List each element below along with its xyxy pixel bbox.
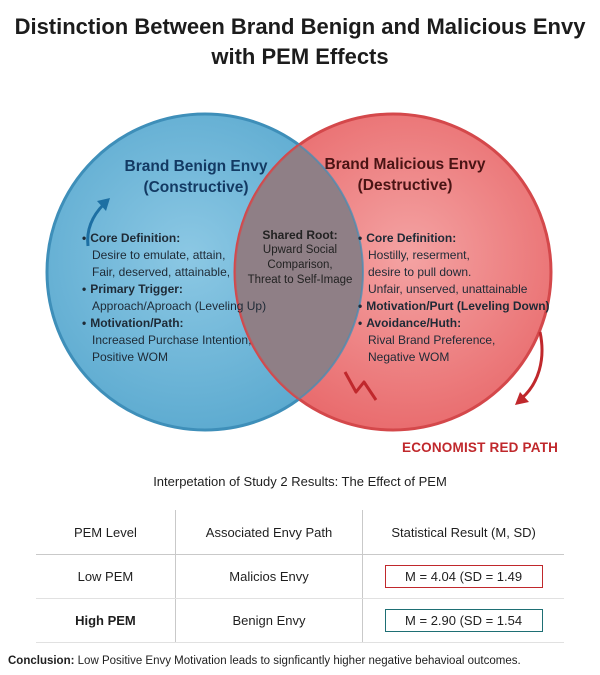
malicious-core-line-3: Unfair, unserved, unattainable [368, 282, 528, 296]
row-high-pem-result-cell: M = 2.90 (SD = 1.54 [362, 598, 564, 643]
title-line-2: with PEM Effects [211, 44, 389, 69]
benign-motivation-line-2: Positive WOM [92, 350, 169, 364]
shared-line-1: Upward Social [262, 244, 338, 256]
benign-trigger-text: Approach/Aproach (Leveling Up) [92, 299, 267, 313]
results-subtitle: Interpetation of Study 2 Results: The Ef… [153, 474, 447, 489]
benign-core-label: Core Definition: [82, 230, 242, 247]
high-pem-result: M = 2.90 (SD = 1.54 [384, 609, 543, 632]
row-low-pem-result-cell: M = 4.04 (SD = 1.49 [362, 554, 564, 599]
shared-root-label: Shared Root: [262, 228, 338, 242]
benign-core-line-2: Fair, deserved, attainable, [92, 265, 231, 279]
malicious-envy-heading: Brand Malicious Envy (Destructive) [300, 154, 510, 196]
malicious-avoidance-label: Avoidance/Huth: [358, 315, 548, 332]
table-row: High PEM Benign Envy M = 2.90 (SD = 1.54 [36, 598, 564, 643]
row-high-pem-level: High PEM [36, 598, 176, 643]
malicious-title: Brand Malicious Envy [324, 156, 486, 173]
low-pem-result: M = 4.04 (SD = 1.49 [384, 565, 543, 588]
title-line-1: Distinction Between Brand Benign and Mal… [14, 14, 586, 39]
benign-core-line-1: Desire to emulate, attain, [92, 248, 226, 262]
row-low-pem-level: Low PEM [36, 554, 176, 599]
malicious-core-line-1: Hostilly, reserment, [368, 248, 470, 262]
malicious-core-line-2: desire to pull down. [368, 265, 472, 279]
benign-trigger-label: Primary Trigger: [82, 281, 242, 298]
malicious-circle-outline [234, 113, 552, 431]
benign-details: Core Definition: Desire to emulate, atta… [82, 230, 267, 366]
shared-line-3: Threat to Self-Image [247, 274, 353, 286]
benign-motivation-label: Motivation/Path: [82, 315, 242, 332]
venn-diagram [45, 112, 553, 432]
header-statistical-result: Statistical Result (M, SD) [362, 510, 564, 555]
down-arrow-icon [515, 331, 544, 405]
malicious-subtitle: (Destructive) [357, 177, 453, 194]
table-row: Low PEM Malicios Envy M = 4.04 (SD = 1.4… [36, 554, 564, 599]
malicious-motivation-label: Motivation/Purt (Leveling Down) [358, 298, 549, 315]
benign-subtitle: (Constructive) [143, 179, 249, 196]
economist-red-path-label: ECONOMIST RED PATH [402, 440, 559, 455]
row-high-pem-path: Benign Envy [174, 598, 363, 643]
malicious-details: Core Definition: Hostilly, reserment, de… [358, 230, 549, 366]
table-header-row: PEM Level Associated Envy Path Statistic… [36, 510, 564, 555]
header-envy-path: Associated Envy Path [174, 510, 363, 555]
shared-root: Shared Root: Upward Social Comparison, T… [238, 228, 362, 288]
row-low-pem-path: Malicios Envy [174, 554, 363, 599]
benign-motivation-line-1: Increased Purchase Intention, [92, 333, 252, 347]
conclusion-label: Conclusion: [8, 655, 75, 667]
overlap-region [235, 114, 363, 430]
benign-circle-outline [46, 113, 364, 431]
results-table: PEM Level Associated Envy Path Statistic… [36, 510, 564, 643]
malicious-core-label: Core Definition: [358, 230, 548, 247]
lightning-icon [343, 371, 378, 401]
header-pem-level: PEM Level [36, 510, 176, 555]
malicious-avoidance-line-1: Rival Brand Preference, [368, 333, 496, 347]
conclusion: Conclusion: Low Positive Envy Motivation… [8, 655, 598, 667]
benign-envy-heading: Brand Benign Envy (Constructive) [96, 156, 296, 198]
malicious-avoidance-line-2: Negative WOM [368, 350, 450, 364]
page-title: Distinction Between Brand Benign and Mal… [0, 12, 600, 72]
benign-title: Brand Benign Envy [124, 158, 268, 175]
conclusion-text: Low Positive Envy Motivation leads to si… [77, 655, 521, 667]
shared-line-2: Comparison, [267, 259, 333, 271]
